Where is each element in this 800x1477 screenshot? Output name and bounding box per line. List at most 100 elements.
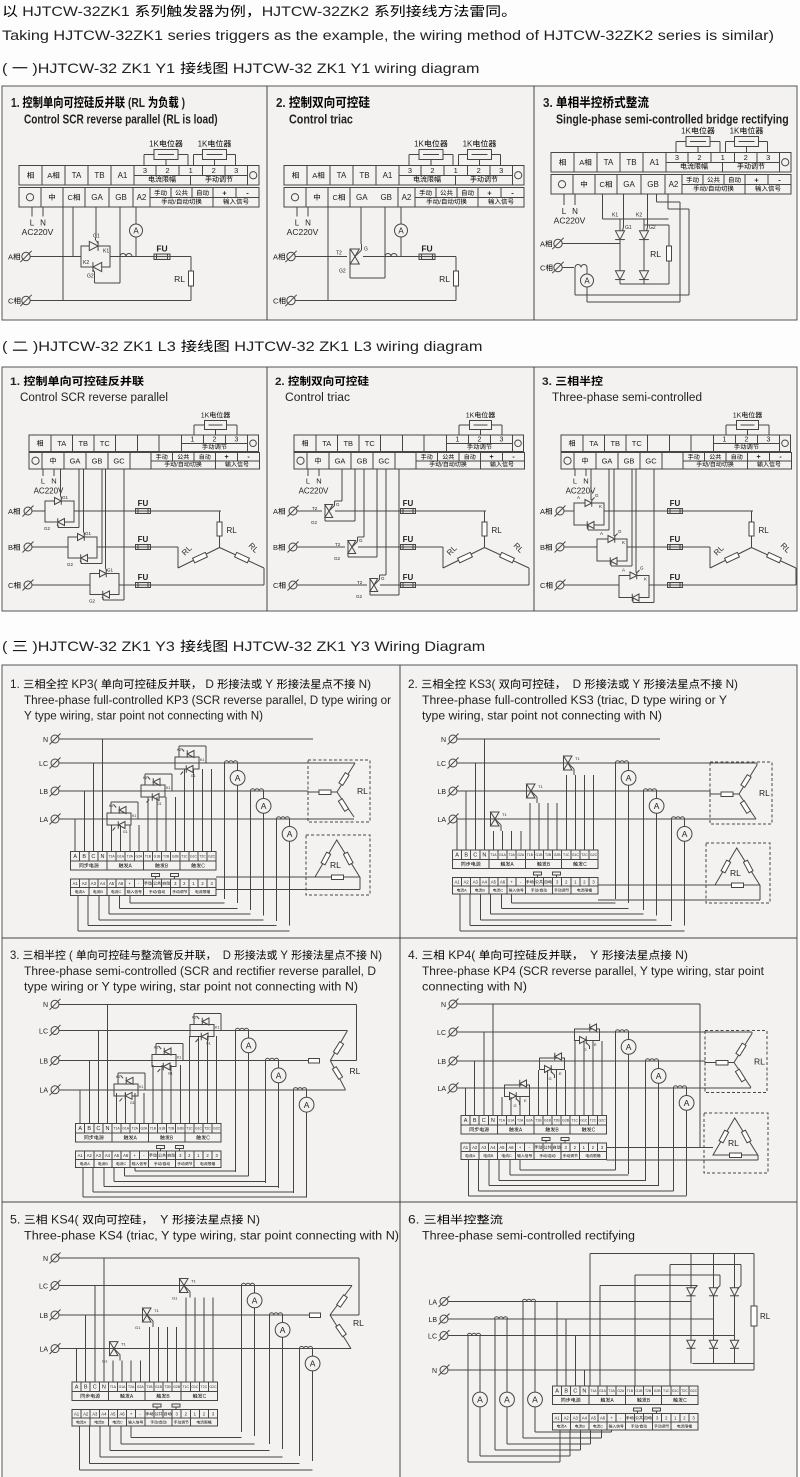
svg-text:T2: T2 bbox=[357, 580, 363, 585]
svg-text:B: B bbox=[100, 890, 103, 894]
svg-text:T1A: T1A bbox=[108, 854, 115, 858]
svg-text:A4: A4 bbox=[490, 1145, 496, 1150]
svg-text:T1C: T1C bbox=[663, 1389, 670, 1393]
svg-text:AC220V: AC220V bbox=[299, 487, 329, 496]
svg-text:A4: A4 bbox=[105, 1153, 111, 1158]
svg-text:3.: 3. bbox=[10, 950, 23, 962]
svg-text:RL: RL bbox=[728, 1138, 739, 1148]
svg-text:RL: RL bbox=[350, 1066, 361, 1076]
svg-text:LB: LB bbox=[39, 1313, 48, 1320]
svg-text:G1: G1 bbox=[102, 1359, 108, 1364]
svg-text:2: 2 bbox=[203, 1411, 206, 1416]
svg-text:E: E bbox=[524, 1098, 527, 1103]
svg-text:G2: G2 bbox=[356, 594, 363, 599]
svg-text:A: A bbox=[312, 171, 317, 180]
svg-text:C: C bbox=[333, 193, 339, 202]
svg-text:LA: LA bbox=[437, 817, 446, 824]
svg-text:A: A bbox=[455, 853, 459, 859]
svg-text:G2A: G2A bbox=[137, 1385, 145, 1389]
svg-text:4.: 4. bbox=[408, 948, 422, 962]
svg-text:G: G bbox=[381, 576, 385, 581]
svg-text:TB: TB bbox=[343, 439, 353, 448]
svg-text:T2A: T2A bbox=[128, 1385, 135, 1389]
svg-text:AC220V: AC220V bbox=[566, 487, 596, 496]
svg-text:G2: G2 bbox=[44, 526, 51, 531]
svg-text:N: N bbox=[316, 477, 321, 486]
svg-text:RL: RL bbox=[760, 1312, 771, 1321]
svg-text:G1C: G1C bbox=[190, 854, 198, 858]
svg-text:FU: FU bbox=[403, 573, 414, 582]
svg-text:3: 3 bbox=[175, 1411, 178, 1416]
svg-text:N): N) bbox=[367, 950, 382, 962]
svg-text:TC: TC bbox=[365, 439, 376, 448]
svg-text:Taking HJTCW-32ZK1 series trig: Taking HJTCW-32ZK1 series triggers as th… bbox=[2, 28, 774, 43]
svg-text:GA: GA bbox=[602, 456, 613, 465]
svg-text:A5: A5 bbox=[499, 1145, 505, 1150]
svg-text:KS3(: KS3( bbox=[466, 678, 499, 691]
svg-text:GB: GB bbox=[115, 193, 127, 202]
svg-text:A: A bbox=[532, 1395, 538, 1405]
svg-text:B: B bbox=[555, 1127, 559, 1133]
svg-text:G: G bbox=[359, 538, 363, 543]
svg-text:A: A bbox=[246, 1040, 252, 1050]
svg-text:L: L bbox=[295, 219, 300, 228]
svg-text:T2C: T2C bbox=[681, 1389, 688, 1393]
svg-text:TC: TC bbox=[100, 439, 111, 448]
svg-text:LB: LB bbox=[39, 789, 48, 796]
svg-text:3: 3 bbox=[556, 879, 559, 884]
svg-text:K1: K1 bbox=[103, 249, 109, 255]
svg-text:T1A: T1A bbox=[490, 853, 497, 857]
svg-text:-: - bbox=[520, 879, 522, 884]
svg-text:B: B bbox=[166, 1394, 170, 1400]
svg-text:KP3(: KP3( bbox=[68, 678, 101, 691]
svg-text:FU: FU bbox=[403, 535, 414, 544]
svg-text:TB: TB bbox=[359, 171, 369, 180]
svg-text:B: B bbox=[564, 1389, 568, 1395]
svg-text:N: N bbox=[100, 854, 104, 860]
svg-text:G2A: G2A bbox=[617, 1389, 625, 1393]
svg-text:A6: A6 bbox=[508, 1145, 514, 1150]
svg-text:A: A bbox=[82, 890, 85, 894]
svg-text:2: 2 bbox=[565, 879, 568, 884]
svg-text:C: C bbox=[473, 853, 477, 859]
svg-text:A: A bbox=[73, 854, 77, 860]
svg-text:L: L bbox=[41, 477, 45, 486]
svg-text:connecting with N): connecting with N) bbox=[422, 981, 527, 993]
svg-text:A: A bbox=[464, 1118, 468, 1124]
svg-text:1K: 1K bbox=[733, 413, 742, 420]
svg-text:G1C: G1C bbox=[572, 853, 580, 857]
svg-text:G2C: G2C bbox=[690, 1389, 698, 1393]
svg-text:A: A bbox=[555, 1389, 559, 1395]
svg-text:2: 2 bbox=[478, 436, 482, 443]
svg-text:RL: RL bbox=[330, 860, 341, 870]
svg-text:Y: Y bbox=[153, 1213, 171, 1226]
svg-text:K1: K1 bbox=[177, 1056, 181, 1060]
svg-text:/: / bbox=[162, 1162, 164, 1166]
svg-text:FU: FU bbox=[670, 573, 681, 582]
svg-text:K2: K2 bbox=[143, 776, 147, 780]
svg-text:G1: G1 bbox=[625, 225, 632, 231]
svg-text:A2: A2 bbox=[82, 881, 88, 886]
svg-text:GB: GB bbox=[92, 456, 103, 465]
svg-text:GC: GC bbox=[113, 456, 125, 465]
svg-text:T1B: T1B bbox=[150, 1126, 157, 1130]
svg-text:+: + bbox=[510, 879, 513, 884]
svg-text:/: / bbox=[547, 1154, 549, 1158]
svg-text:RL: RL bbox=[227, 526, 238, 535]
svg-text:A: A bbox=[577, 495, 580, 500]
svg-text:3: 3 bbox=[692, 1415, 695, 1420]
svg-text:+: + bbox=[489, 454, 493, 461]
svg-text:2: 2 bbox=[583, 879, 586, 884]
svg-text:A: A bbox=[276, 1070, 282, 1080]
svg-text:T1: T1 bbox=[121, 1342, 126, 1347]
svg-text:K: K bbox=[599, 504, 602, 509]
svg-text:G: G bbox=[336, 502, 340, 507]
svg-text:+: + bbox=[487, 188, 492, 197]
svg-text:(: ( bbox=[2, 640, 12, 655]
svg-text:(: ( bbox=[2, 62, 12, 77]
svg-text:2: 2 bbox=[665, 1415, 668, 1420]
svg-text:A: A bbox=[654, 801, 660, 811]
svg-text:A: A bbox=[510, 862, 514, 868]
svg-text:C: C bbox=[91, 854, 95, 860]
svg-text:A3: A3 bbox=[481, 1145, 487, 1150]
